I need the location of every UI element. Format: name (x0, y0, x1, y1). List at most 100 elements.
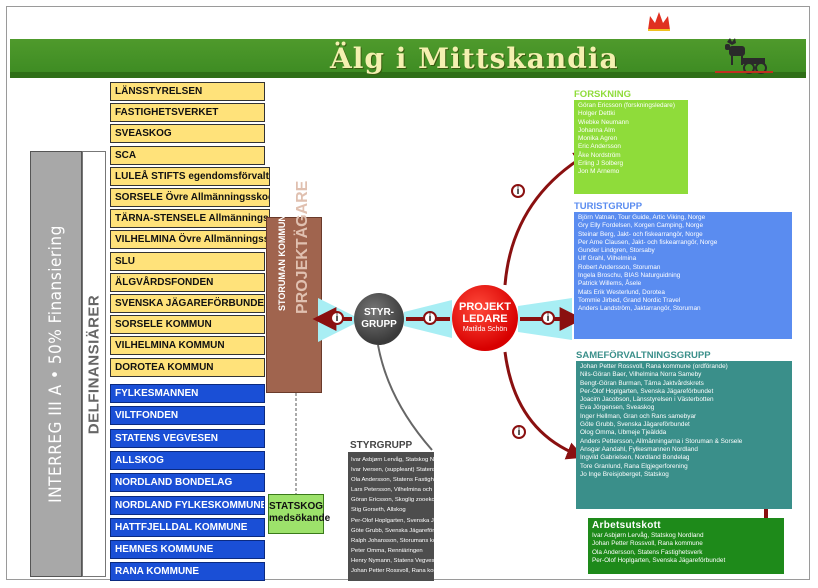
financier-item: TÄRNA-STENSELE Allmänningsskog (110, 209, 270, 229)
financier-item: SVEASKOG (110, 124, 265, 144)
member-line: Nils-Göran Baer, Vilhelmina Norra Sameby (580, 371, 702, 379)
member-line: Holger Dettki (578, 110, 615, 118)
info-icon: i (423, 311, 437, 325)
member-line: Eric Andersson (578, 143, 621, 151)
financier-item: SORSELE Övre Allmänningsskog (110, 188, 270, 207)
member-line: Steinar Berg, Jakt- och fiskearrangör, N… (578, 230, 703, 238)
financier-item: STATENS VEGVESEN (110, 428, 265, 448)
turistgrupp-header: TURISTGRUPP (574, 201, 643, 212)
member-line: Olog Omma, Ubmeje Tjeäldda (580, 429, 667, 437)
member-line: Ingela Broschu, BIAS Naturguidning (578, 272, 681, 280)
title-banner (10, 39, 806, 77)
financier-item: VILHELMINA KOMMUN (110, 336, 265, 356)
statskog-box: STATSKOG medsökande (268, 494, 331, 534)
member-line: Per Arne Clausen, Jakt- och fiskearrangö… (578, 238, 718, 246)
member-line: Ulf Grahl, Vilhelmina (578, 255, 637, 263)
financier-item: FASTIGHETSVERKET (110, 103, 265, 123)
financier-item: VILTFONDEN (110, 406, 265, 426)
financier-item: SORSELE KOMMUN (110, 315, 265, 335)
member-line: Ralph Johansson, Storumans kommun (351, 537, 434, 544)
info-icon: i (511, 184, 525, 198)
member-line: Wiebke Neumann (578, 118, 629, 126)
styrgrupp-node-line1: STYR- (364, 307, 394, 318)
member-line: Johan Petter Rossvoll, Rana kommune (ord… (580, 363, 728, 370)
financier-item: NORDLAND BONDELAG (110, 473, 265, 493)
member-line: Ansgar Aandahl, Fylkesmannen Nordland (580, 445, 698, 453)
member-line: Johan Petter Rossvoll, Rana kommune (351, 568, 434, 575)
member-line: Ola Andersson, Statens Fastighetsverk (592, 548, 703, 556)
info-icon: i (541, 311, 555, 325)
delfinansiarer-box: DELFINANSIÄRER (82, 151, 106, 577)
member-line: Erling J Solberg (578, 160, 624, 168)
member-line: Johanna Alm (578, 126, 615, 134)
member-line: Per-Olof Hoplgarten, Svenska Jägareförbu… (592, 556, 726, 564)
projektledare-line2: LEDARE (462, 313, 508, 325)
projektledare-line1: PROJEKT (459, 301, 511, 313)
member-line: Patrick Willems, Åsele (578, 280, 642, 288)
sameforvaltning-header: SAMEFÖRVALTNINGSGRUPP (576, 350, 711, 361)
turistgrupp-panel: Björn Vatnan, Tour Guide, Artic Viking, … (574, 212, 792, 339)
page-title: Älg i Mittskandia (330, 42, 619, 75)
financier-item: SCA (110, 145, 265, 165)
styrgrupp-panel: Ivar Asbjørn Lervåg, Statskog Nordland (… (348, 452, 434, 581)
member-line: Göran Ericsson (forskningsledare) (578, 102, 675, 109)
member-line: Johan Petter Rossvoll, Rana kommune (592, 540, 703, 548)
member-line: Anders Landström, Jaktarrangör, Storuman (578, 305, 701, 313)
member-line: Joacim Jacobson, Länsstyrelsen i Västerb… (580, 396, 714, 404)
styrgrupp-node: STYR- GRUPP (354, 293, 404, 345)
member-line: Jo Inge Breisjoberget, Statskog (580, 470, 669, 478)
forskning-header: FORSKNING (574, 89, 631, 100)
financier-item: ÄLGVÅRDSFONDEN (110, 272, 265, 292)
projektledare-node: PROJEKT LEDARE Matilda Schön (452, 285, 518, 351)
financier-item: RANA KOMMUNE (110, 562, 265, 582)
member-line: Per-Olof Hoplgarten, Svenska Jägareförbu… (580, 387, 714, 395)
member-line: Jon M Arnemo (578, 168, 620, 176)
statskog-subtitle: medsökande (269, 513, 331, 524)
forskning-panel: Göran Ericsson (forskningsledare)Holger … (574, 100, 688, 194)
styrgrupp-header: STYRGRUPP (350, 440, 413, 451)
financier-item: HEMNES KOMMUNE (110, 540, 265, 560)
member-line: Robert Andersson, Storuman (578, 263, 661, 271)
member-line: Tommie Jirbed, Grand Nordic Travel (578, 296, 681, 304)
member-line: Mats Erik Westerlund, Dorotea (578, 288, 665, 296)
statskog-title: STATSKOG (269, 501, 324, 512)
member-line: Anders Pettersson, Allmänningarna i Stor… (580, 437, 743, 445)
member-line: Göte Grubb, Svenska Jägareförbundet (580, 421, 690, 429)
member-line: Ivar Iversen, (suppleant) Statens Vegves… (351, 467, 434, 474)
member-line: Ola Andersson, Statens Fastighetsverk (351, 477, 434, 484)
financier-item: LULEÅ STIFTS egendomsförvaltning (110, 166, 270, 186)
financier-item: NORDLAND FYLKESKOMMUNE (110, 495, 265, 515)
member-line: Tore Granlund, Rana Elgjegerforening (580, 462, 688, 470)
projektledare-name: Matilda Schön (462, 326, 508, 333)
arbetsutskott-panel: Arbetsutskott Ivar Asbjørn Lervåg, Stats… (588, 518, 784, 574)
member-line: Gunder Lindgren, Storsaby (578, 247, 655, 255)
banner-strip (10, 72, 806, 78)
financier-item: DOROTEA KOMMUN (110, 357, 265, 377)
financier-item: SLU (110, 251, 265, 271)
member-line: Per-Olof Hoplgarten, Svenska Jägareförbu… (351, 517, 434, 524)
arrow-to-forskning (503, 151, 593, 286)
member-line: Göte Grubb, Svenska Jägareförbundet (351, 527, 434, 534)
member-line: Inger Hellman, Gran och Rans samebyar (580, 412, 697, 420)
member-line: Peter Omma, Renniäringen (351, 547, 423, 554)
styrgrupp-connector (377, 344, 433, 451)
member-line: Gry Elly Fordelsen, Korgen Camping, Norg… (578, 222, 704, 230)
member-line: Lars Petersson, Vilhelmina och Dorotea k… (351, 487, 434, 494)
financier-item: LÄNSSTYRELSEN (110, 82, 265, 101)
financier-item: SVENSKA JÄGAREFÖRBUNDET (110, 294, 265, 313)
member-line: Eva Jörgensen, Sveaskog (580, 404, 655, 412)
financier-item: ALLSKOG (110, 450, 265, 470)
arrow-to-same (503, 351, 585, 460)
member-line: Ivar Asbjørn Lervåg, Statskog Nordland (… (351, 457, 434, 463)
interreg-box: INTERREG III A • 50% Finansiering (30, 151, 82, 577)
styrgrupp-node-line2: GRUPP (361, 319, 397, 330)
member-line: Ivar Asbjørn Lervåg, Statskog Nordland (592, 532, 704, 539)
info-icon: i (330, 311, 344, 325)
member-line: Bengt-Göran Burman, Tärna Jaktvårdskrets (580, 379, 704, 387)
financier-item: FYLKESMANNEN (110, 384, 265, 403)
arbetsutskott-header: Arbetsutskott (592, 520, 661, 531)
member-line: Ingvild Gabrielsen, Nordland Bondelag (580, 454, 690, 462)
member-line: Åke Nordström (578, 151, 621, 159)
